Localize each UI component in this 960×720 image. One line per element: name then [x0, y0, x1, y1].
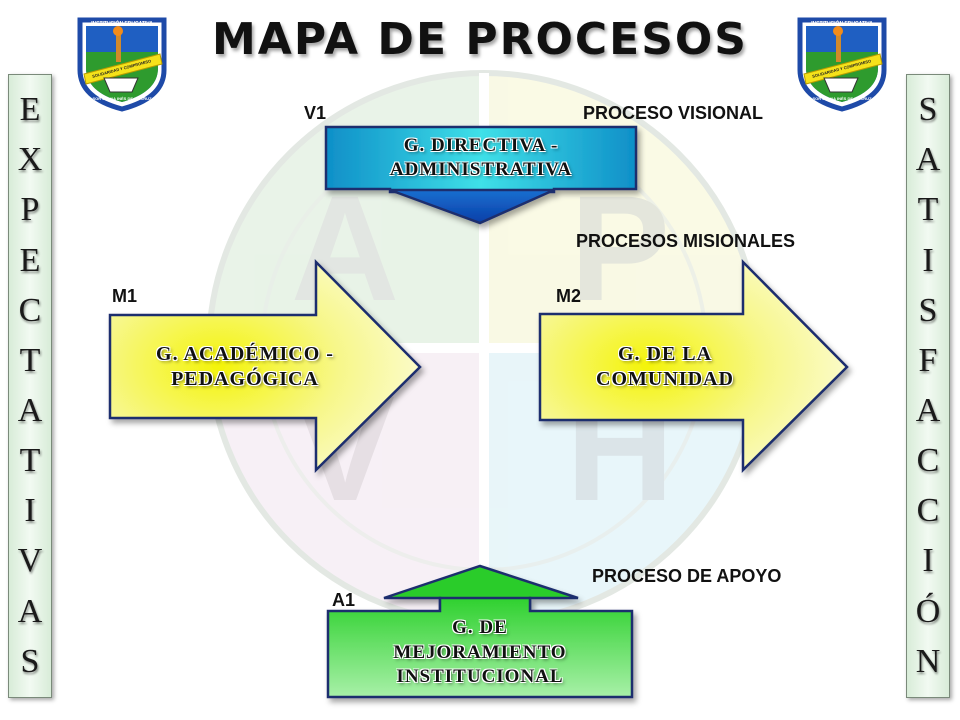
expectativas-letter: X: [17, 141, 43, 179]
expectativas-letter: E: [19, 91, 41, 129]
academico-label: G. ACADÉMICO - PEDAGÓGICA: [120, 342, 370, 392]
expectativas-letter: I: [24, 492, 36, 530]
expectativas-letter: T: [19, 341, 41, 379]
academico-label-line: PEDAGÓGICA: [171, 368, 319, 390]
directiva-label-line: ADMINISTRATIVA: [389, 158, 573, 180]
logo-right-top-text: INSTITUCIÓN EDUCATIVA: [811, 19, 873, 27]
comunidad-arrow: [538, 258, 849, 473]
label-a1: A1: [332, 590, 356, 610]
school-logo-right: INSTITUCIÓN EDUCATIVA SOLIDARIDAD Y COMP…: [797, 17, 887, 112]
mejoramiento-label-line: MEJORAMIENTO: [393, 641, 567, 663]
directiva-label-line: G. DIRECTIVA -: [403, 135, 559, 156]
logo-left-bottom-text: SOR JUANA INÉS DE LA CRUZ: [92, 96, 152, 101]
expectativas-letter: C: [18, 291, 42, 329]
expectativas-panel: E X P E C T A T I V A S: [8, 74, 52, 698]
satisfaccion-letter: C: [916, 442, 940, 480]
satisfaccion-letter: I: [922, 241, 934, 279]
logo-right-bottom-text: SOR JUANA INÉS DE LA CRUZ: [812, 96, 872, 101]
academico-label-line: G. ACADÉMICO -: [156, 343, 334, 365]
label-m1: M1: [112, 286, 138, 306]
satisfaccion-panel: S A T I S F A C C I Ó N: [906, 74, 950, 698]
mejoramiento-callout: [326, 564, 634, 699]
expectativas-letter: A: [17, 592, 43, 630]
satisfaccion-letter: A: [915, 392, 941, 430]
mejoramiento-label: G. DE MEJORAMIENTO INSTITUCIONAL: [330, 616, 630, 690]
expectativas-letter: P: [20, 191, 40, 229]
expectativas-letter: E: [19, 241, 41, 279]
mejoramiento-label-line: INSTITUCIONAL: [396, 666, 564, 688]
satisfaccion-letter: S: [918, 291, 938, 329]
satisfaccion-letter: T: [917, 191, 939, 229]
satisfaccion-letter: S: [918, 91, 938, 129]
label-m2: M2: [556, 286, 582, 306]
comunidad-label-line: COMUNIDAD: [596, 368, 734, 390]
comunidad-label-line: G. DE LA: [617, 343, 713, 365]
satisfaccion-letter: A: [915, 141, 941, 179]
logo-left-top-text: INSTITUCIÓN EDUCATIVA: [91, 19, 153, 27]
expectativas-letter: T: [19, 442, 41, 480]
school-logo-left: INSTITUCIÓN EDUCATIVA SOLIDARIDAD Y COMP…: [77, 17, 167, 112]
page-title: MAPA DE PROCESOS: [212, 14, 748, 65]
label-proceso-apoyo: PROCESO DE APOYO: [592, 566, 782, 586]
satisfaccion-letter: F: [918, 341, 938, 379]
directiva-callout: [324, 125, 638, 225]
satisfaccion-letter: I: [922, 542, 934, 580]
expectativas-letter: S: [20, 642, 40, 680]
expectativas-letter: V: [17, 542, 43, 580]
directiva-label: G. DIRECTIVA - ADMINISTRATIVA: [330, 134, 632, 182]
label-v1: V1: [304, 103, 327, 123]
background-letter-p: P: [570, 164, 670, 332]
academico-arrow: [108, 258, 422, 473]
mejoramiento-label-line: G. DE: [452, 617, 508, 638]
label-proceso-visional: PROCESO VISIONAL: [583, 103, 764, 123]
comunidad-label: G. DE LA COMUNIDAD: [560, 342, 770, 392]
expectativas-letter: A: [17, 392, 43, 430]
satisfaccion-letter: N: [915, 642, 941, 680]
satisfaccion-letter: Ó: [915, 592, 941, 630]
satisfaccion-letter: C: [916, 492, 940, 530]
label-procesos-misionales: PROCESOS MISIONALES: [576, 231, 796, 251]
